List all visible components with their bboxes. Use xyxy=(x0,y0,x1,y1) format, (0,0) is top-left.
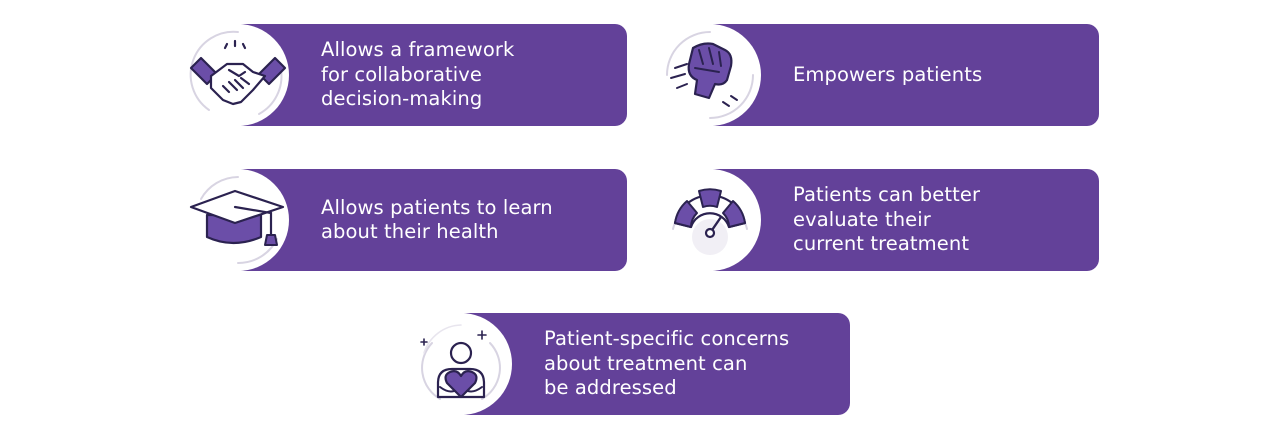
benefit-pill xyxy=(455,313,850,415)
icon-badge xyxy=(187,24,289,126)
graduation-cap-icon xyxy=(189,176,285,265)
benefit-pill xyxy=(232,169,627,271)
raised-fist-icon xyxy=(666,31,754,119)
benefit-label: Empowers patients xyxy=(793,62,983,86)
benefit-label: Patients can better evaluate their curre… xyxy=(793,183,981,256)
handshake-icon xyxy=(189,30,287,115)
benefit-card-empowerment: Empowers patients xyxy=(659,24,1099,126)
icon-badge xyxy=(659,24,761,126)
benefit-pill xyxy=(704,24,1099,126)
benefit-label: Allows patients to learn about their hea… xyxy=(321,195,553,244)
benefit-card-collaboration: Allows a framework for collaborative dec… xyxy=(187,24,627,126)
benefit-label: Patient-specific concerns about treatmen… xyxy=(544,327,790,400)
benefit-card-concerns: Patient-specific concerns about treatmen… xyxy=(410,313,850,415)
icon-badge xyxy=(410,313,512,415)
benefit-card-learning: Allows patients to learn about their hea… xyxy=(187,169,627,271)
benefit-label: Allows a framework for collaborative dec… xyxy=(321,38,515,111)
gauge-meter-icon xyxy=(672,188,748,255)
person-heart-icon xyxy=(420,324,501,400)
benefit-card-evaluation: Patients can better evaluate their curre… xyxy=(659,169,1099,271)
benefit-pill xyxy=(232,24,627,126)
icon-badge xyxy=(187,169,289,271)
icon-badge xyxy=(659,169,761,271)
benefit-pill xyxy=(704,169,1099,271)
